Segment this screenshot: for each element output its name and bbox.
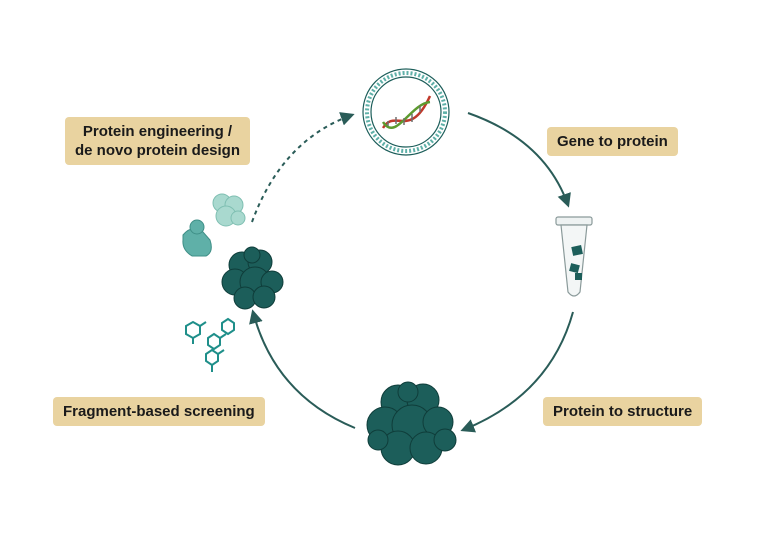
microtube-with-protein-crystals-icon (555, 216, 593, 297)
engineered-protein-variants-icon (182, 193, 246, 257)
fragment-screening-label: Fragment-based screening (53, 397, 265, 426)
arrow-structure-to-fragments (249, 309, 356, 429)
plasmid-dna-icon (362, 68, 450, 156)
arrow-tube-to-structure (460, 311, 574, 433)
chemical-fragments-icon (185, 317, 235, 372)
arrow-gene-to-tube (467, 112, 571, 208)
protein-structure-icon (366, 381, 457, 466)
gene-to-protein-label: Gene to protein (547, 127, 678, 156)
protein-engineering-label-line-1: Protein engineering / (82, 123, 233, 140)
arrow-engineering-to-gene-dashed (251, 112, 355, 223)
protein-engineering-label: Protein engineering / de novo protein de… (65, 117, 251, 165)
protein-icon (221, 246, 284, 310)
protein-to-structure-label: Protein to structure (543, 397, 703, 426)
protein-engineering-label-line-2: de novo protein design (75, 142, 241, 159)
